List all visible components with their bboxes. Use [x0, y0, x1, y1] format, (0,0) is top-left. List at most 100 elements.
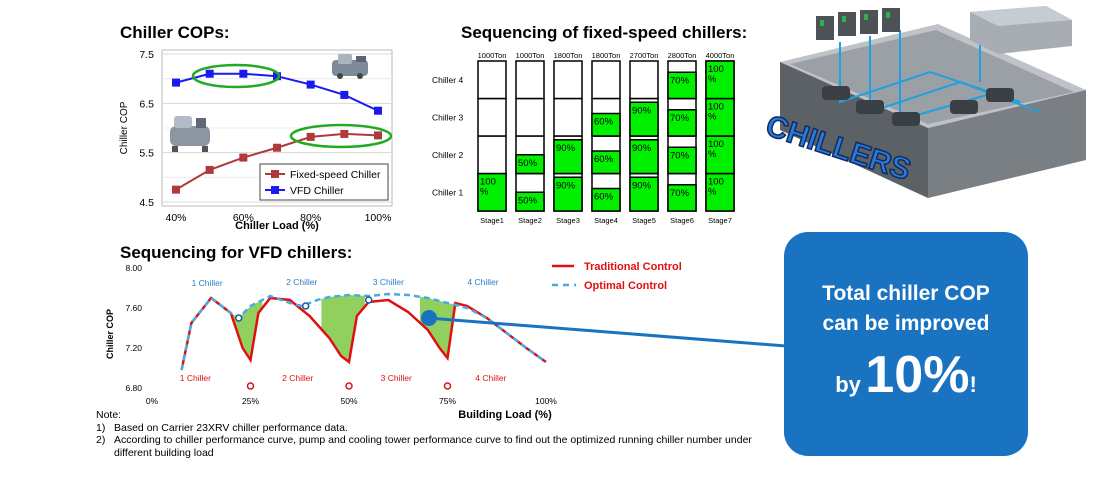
chiller-cell	[629, 60, 659, 100]
improvement-callout: Total chiller COP can be improved by 10%…	[784, 232, 1028, 456]
chiller-cell	[553, 60, 583, 100]
cop-point-0	[172, 185, 180, 194]
chiller-load-fill	[667, 184, 697, 212]
chiller-load-fill	[591, 150, 621, 175]
note-item-1-number: 1)	[96, 421, 106, 434]
switch-point-marker	[443, 382, 452, 390]
cop-y-tick: 6.5	[139, 98, 154, 110]
row-label: Chiller 2	[432, 150, 463, 160]
upper-chiller-annotation: 2 Chiller	[286, 277, 317, 287]
vfd-x-tick: 0%	[146, 396, 159, 406]
chiller-load-label: 70%	[670, 188, 690, 199]
upper-chiller-annotation: 4 Chiller	[467, 277, 498, 287]
callout-line-3: by 10%!	[784, 345, 1028, 405]
note-item-2-text: According to chiller performance curve, …	[114, 434, 752, 446]
column-top-label: 1000Ton	[516, 51, 545, 60]
legend-traditional-label: Traditional Control	[584, 261, 682, 273]
chiller-cell	[591, 60, 621, 100]
cop-x-tick: 100%	[365, 212, 392, 224]
chiller-cell	[477, 97, 507, 137]
vfd-seq-chart: 8.007.607.206.800%25%50%75%100% 1 Chille…	[105, 261, 682, 421]
optimal-switch-marker	[234, 314, 243, 322]
chiller-load-fill	[629, 139, 659, 175]
cop-point-0	[273, 143, 281, 152]
cop-point-1	[306, 80, 315, 89]
chiller-load-fill	[629, 101, 659, 137]
note-item-3-number	[96, 447, 114, 460]
vfd-x-tick: 100%	[535, 396, 557, 406]
cop-y-tick: 4.5	[139, 197, 154, 209]
chiller-load-label: %	[480, 187, 489, 198]
fixed-seq-title: Sequencing of fixed-speed chillers:	[461, 23, 748, 42]
row-label: Chiller 4	[432, 75, 463, 85]
chiller-load-label: 70%	[670, 113, 690, 124]
vfd-y-tick: 6.80	[125, 383, 142, 393]
chiller-load-label: 70%	[670, 75, 690, 86]
vfd-y-tick: 7.60	[125, 303, 142, 313]
vfd-chiller-photo	[332, 54, 368, 79]
cop-gain-area	[230, 300, 263, 360]
legend-optimal-label: Optimal Control	[584, 280, 667, 292]
chiller-load-label: 60%	[594, 192, 614, 203]
cop-point-0	[374, 131, 382, 140]
legend-vfd-label: VFD Chiller	[290, 185, 344, 197]
chiller-cell	[515, 97, 545, 137]
legend-fixed-label: Fixed-speed Chiller	[290, 169, 381, 181]
chiller-load-fill	[705, 135, 735, 175]
chiller-load-fill	[667, 146, 697, 175]
cop-point-0	[340, 129, 349, 138]
vfd-peak-ellipse	[191, 63, 281, 89]
lower-chiller-annotation: 1 Chiller	[180, 373, 211, 383]
lower-chiller-annotation: 4 Chiller	[475, 373, 506, 383]
chiller-plant-illustration: CHILLERS	[761, 6, 1086, 198]
chiller-load-label: 90%	[556, 143, 576, 154]
column-top-label: 4000Ton	[706, 51, 735, 60]
cop-gain-area	[321, 295, 365, 362]
cop-chart: 7.56.55.54.5 40%60%80%100% Fixed-speed C…	[119, 49, 393, 232]
note-item-1-text: Based on Carrier 23XRV chiller performan…	[114, 421, 348, 434]
chiller-load-label: %	[708, 112, 717, 123]
cop-y-tick: 5.5	[139, 148, 154, 160]
fixed-peak-ellipse	[289, 123, 393, 149]
chiller-cell	[477, 135, 507, 175]
vfd-x-tick: 50%	[340, 396, 357, 406]
vfd-y-tick: 8.00	[125, 263, 142, 273]
chiller-load-label: 50%	[518, 158, 538, 169]
chiller-load-label: %	[708, 74, 717, 85]
cop-point-0	[205, 165, 214, 174]
note-item-1: 1) Based on Carrier 23XRV chiller perfor…	[96, 422, 776, 435]
callout-pointer	[421, 310, 787, 348]
cop-y-tick: 7.5	[139, 49, 154, 61]
chiller-load-fill	[553, 176, 583, 212]
cop-x-tick: 40%	[165, 212, 186, 224]
cop-x-axis-label: Chiller Load (%)	[235, 220, 319, 232]
cop-point-1	[374, 106, 382, 115]
cop-x-tick: 80%	[300, 212, 321, 224]
cop-point-1	[340, 90, 349, 99]
row-label: Chiller 1	[432, 187, 463, 197]
stage-label: Stage6	[670, 216, 694, 225]
note-heading: Note:	[96, 409, 122, 421]
upper-chiller-annotation: 1 Chiller	[192, 278, 223, 288]
cop-point-0	[306, 132, 315, 141]
chiller-load-fill	[515, 154, 545, 175]
chiller-load-label: %	[708, 187, 717, 198]
stage-label: Stage3	[556, 216, 580, 225]
chiller-cell	[553, 97, 583, 137]
chiller-load-label: 100	[708, 64, 724, 75]
chiller-load-label: 70%	[670, 150, 690, 161]
chiller-load-fill	[591, 112, 621, 137]
chiller-load-label: %	[708, 149, 717, 160]
optimal-control-line	[180, 292, 547, 371]
chiller-load-fill	[591, 187, 621, 212]
callout-exclaim: !	[969, 372, 977, 397]
cop-point-1	[273, 72, 281, 81]
chiller-load-fill	[667, 109, 697, 137]
callout-line-1: Total chiller COP	[822, 282, 990, 305]
lower-chiller-annotation: 2 Chiller	[282, 373, 313, 383]
chiller-load-label: 100	[480, 177, 496, 188]
vfd-x-tick: 25%	[242, 396, 259, 406]
note-item-3-text: different building load	[114, 446, 214, 459]
chiller-load-fill	[477, 172, 507, 212]
